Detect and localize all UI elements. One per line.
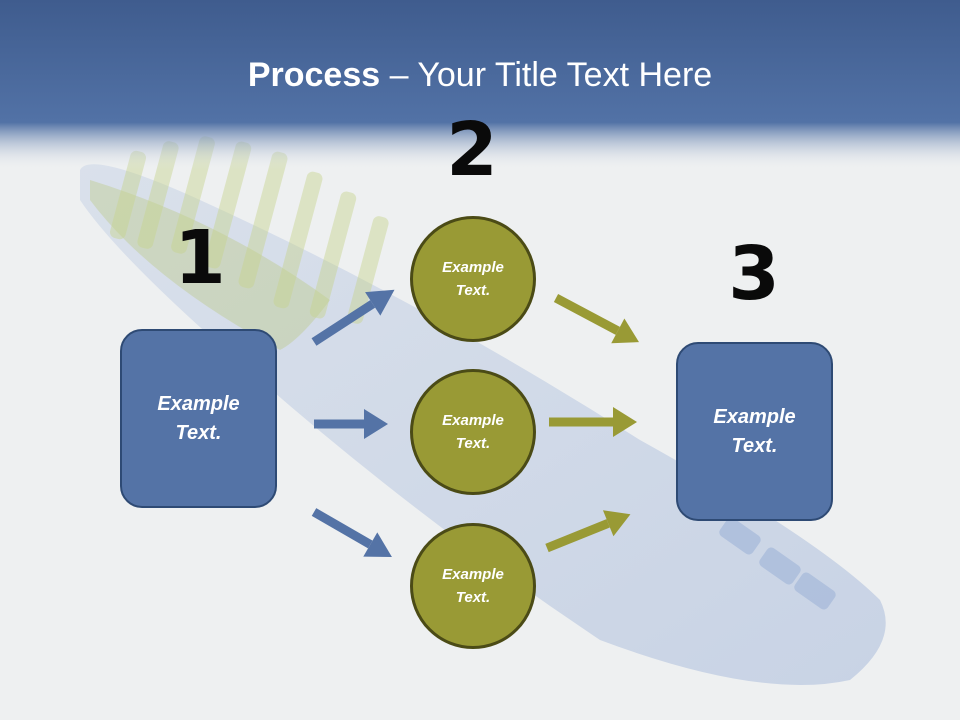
step-number-2: 2: [446, 107, 498, 193]
step-number-1: 1: [174, 215, 226, 301]
title-bold: Process: [247, 56, 381, 94]
circle-top-text: Example Text.: [442, 259, 504, 299]
circle-middle: Example Text.: [410, 369, 536, 495]
circle-bottom: Example Text.: [410, 523, 536, 649]
end-box: Example Text.: [676, 342, 833, 521]
circle-middle-text: Example Text.: [442, 412, 504, 452]
olive-arrows: [545, 294, 639, 553]
start-box: Example Text.: [120, 329, 277, 508]
arrow-from-circle-top: [553, 294, 639, 344]
arrow-to-circle-bottom: [311, 508, 392, 557]
circle-bottom-text: Example Text.: [442, 566, 504, 606]
title-rest: – Your Title Text Here: [380, 56, 713, 94]
arrow-from-circle-bottom: [545, 510, 631, 553]
arrow-from-circle-middle: [549, 407, 637, 437]
arrow-to-circle-top: [311, 289, 395, 346]
page-title: Process – Your Title Text Here: [0, 52, 960, 98]
blue-arrows: [311, 289, 395, 557]
start-box-text: Example Text.: [157, 392, 240, 444]
arrow-to-circle-middle: [314, 409, 388, 439]
step-number-3: 3: [728, 231, 780, 317]
end-box-text: Example Text.: [713, 405, 796, 457]
circle-top: Example Text.: [410, 216, 536, 342]
